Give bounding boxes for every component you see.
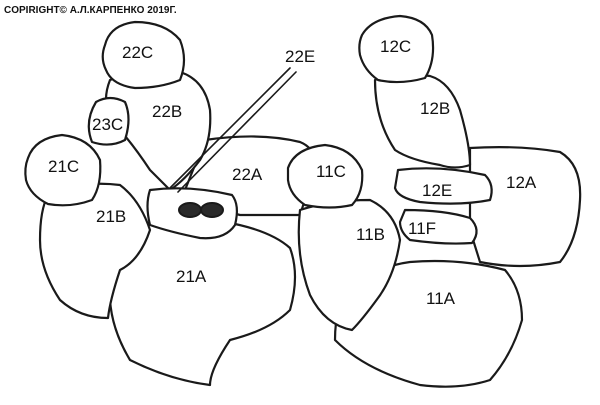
label-21b: 21B (96, 207, 126, 226)
label-21a: 21A (176, 267, 207, 286)
label-11a: 11A (426, 289, 456, 308)
label-12a: 12A (506, 173, 537, 192)
label-11b: 11B (356, 225, 385, 244)
label-22e: 22E (285, 47, 315, 66)
rear-headrest-23c (87, 96, 130, 146)
front-backrest-12b (373, 73, 472, 169)
armrest-11f (398, 208, 478, 245)
front-backrest-11b (297, 198, 402, 332)
label-12b: 12B (420, 99, 450, 118)
front-seat-12a (468, 146, 582, 268)
label-22a: 22A (232, 165, 263, 184)
front-headrest-12c (358, 14, 435, 84)
label-23c: 23C (92, 115, 123, 134)
label-12e: 12E (422, 181, 452, 200)
label-21c: 21C (48, 157, 79, 176)
rear-backrest-21b (38, 182, 152, 320)
label-22c: 22C (122, 43, 153, 62)
cup-holder-right (200, 202, 224, 218)
leader-line-22e (169, 67, 291, 189)
rear-headrest-21c (24, 133, 102, 207)
label-11f: 11F (408, 219, 436, 238)
label-11c: 11C (316, 162, 346, 181)
front-headrest-11c (286, 143, 364, 209)
leader-line-22e-2 (177, 71, 297, 193)
copyright-text: COPIRIGHT© А.Л.КАРПЕНКО 2019Г. (4, 5, 177, 16)
rear-headrest-22c (101, 20, 186, 90)
cup-holder-left (178, 202, 202, 218)
label-22b: 22B (152, 102, 182, 121)
armrest-12e (393, 167, 493, 205)
label-12c: 12C (380, 37, 411, 56)
